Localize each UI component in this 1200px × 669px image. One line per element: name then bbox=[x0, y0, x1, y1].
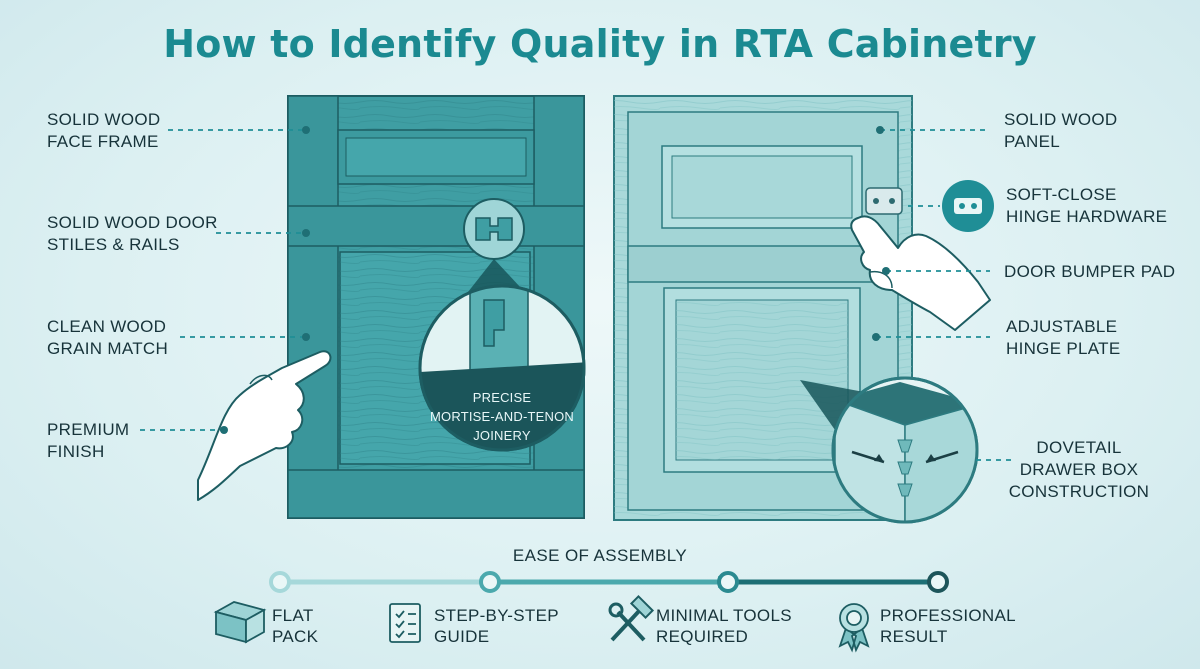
hammer-wrench-icon bbox=[608, 594, 655, 642]
dovetail-zoom bbox=[831, 376, 979, 524]
right-leader-lines bbox=[876, 129, 1016, 461]
assembly-progress bbox=[269, 571, 949, 593]
right-leader-dots bbox=[872, 126, 890, 341]
right-cabinet bbox=[613, 95, 913, 521]
hinge-hardware-icon bbox=[942, 180, 994, 232]
award-badge-icon bbox=[838, 603, 870, 653]
label-door-bumper-pad: DOOR BUMPER PAD bbox=[1004, 262, 1176, 281]
joinery-callout-text: PRECISE MORTISE-AND-TENON JOINERY bbox=[430, 390, 574, 443]
assembly-title: EASE OF ASSEMBLY bbox=[512, 546, 688, 565]
pointing-hand-left bbox=[197, 350, 332, 501]
left-leader-lines bbox=[140, 129, 306, 431]
checklist-icon bbox=[389, 603, 421, 643]
page-title: How to Identify Quality in RTA Cabinetry bbox=[163, 22, 1037, 66]
flat-pack-box-icon bbox=[213, 601, 267, 644]
left-leader-dots bbox=[220, 126, 310, 434]
